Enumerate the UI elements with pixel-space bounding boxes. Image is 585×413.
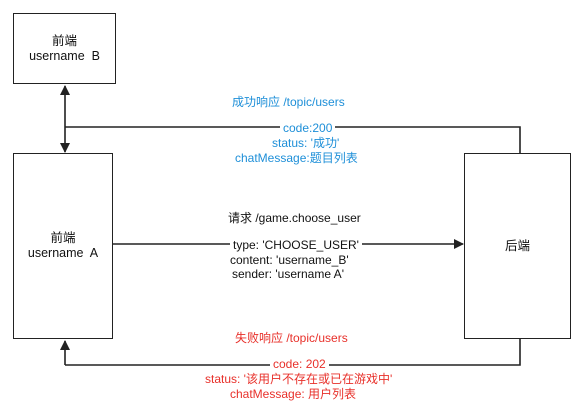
success-response-line [65,126,521,153]
success-chat-message: chatMessage:题目列表 [235,151,358,165]
failure-response-line [65,339,521,366]
failure-code: code: 202 [270,357,329,371]
frontend-a-username: username A [27,246,99,260]
backend-title: 后端 [504,238,530,253]
frontend-b-box: 前端 username B [13,13,116,84]
frontend-b-title: 前端 [51,33,77,48]
success-title: 成功响应 /topic/users [232,95,345,109]
backend-box: 后端 [464,153,571,339]
failure-chat-message: chatMessage: 用户列表 [230,387,357,401]
success-code: code:200 [280,121,336,135]
frontend-a-title: 前端 [50,231,76,245]
frontend-b-username: username B [29,48,100,63]
frontend-a-box: 前端 username A [13,153,113,339]
request-title: 请求 /game.choose_user [228,211,361,225]
request-content: content: 'username_B' [230,253,349,267]
success-status: status: '成功' [272,136,340,150]
request-sender: sender: 'username A' [232,267,344,281]
failure-status: status: '该用户不存在或已在游戏中' [205,372,393,386]
failure-title: 失败响应 /topic/users [235,331,348,345]
request-type: type: 'CHOOSE_USER' [230,238,362,252]
